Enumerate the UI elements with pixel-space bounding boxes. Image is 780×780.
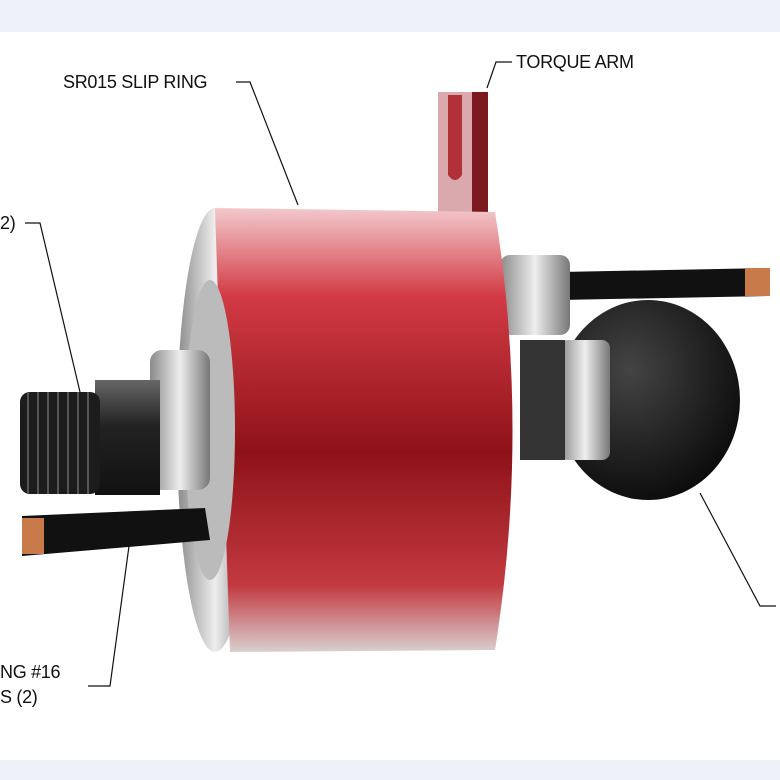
cable-gland [500,255,570,335]
collar [520,340,565,460]
shaft [20,350,210,495]
label-slip-ring: SR015 SLIP RING [63,72,208,92]
top-band [0,0,780,32]
label-torque-arm: TORQUE ARM [516,52,634,72]
wires-top-right [560,268,770,300]
leader-lines [25,61,776,687]
label-left-upper: 2) [0,213,16,233]
torque-arm [438,92,488,240]
bottom-band [0,760,780,780]
label-left-lower-2: S (2) [0,687,38,707]
wires-bottom-left [22,508,210,556]
red-body [215,208,513,652]
label-left-lower-1: NG #16 [0,662,61,682]
black-cap [556,300,740,500]
